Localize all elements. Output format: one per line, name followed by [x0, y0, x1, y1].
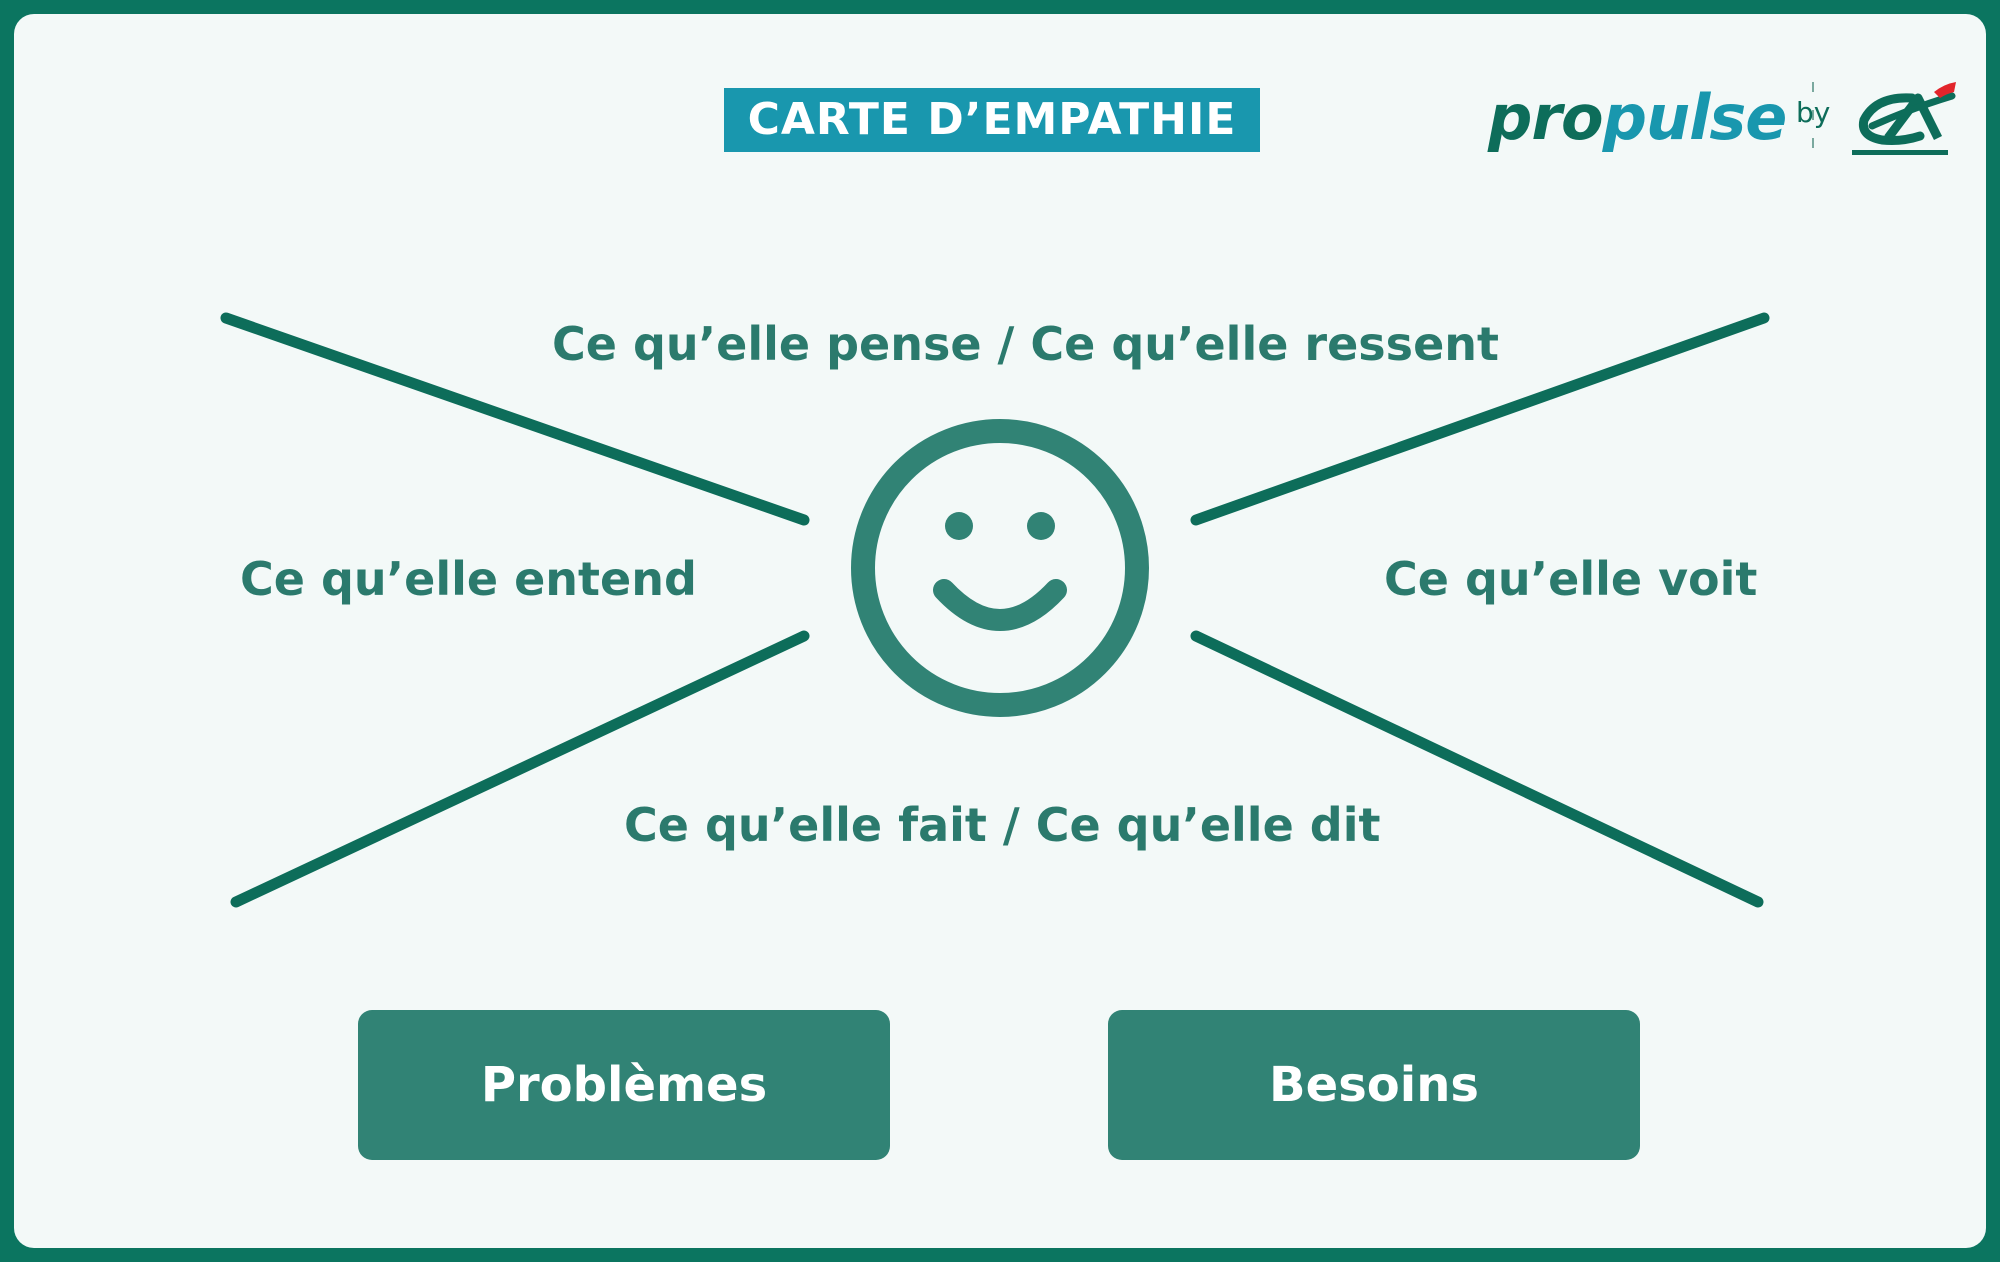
label-thinks-feels: Ce qu’elle pense / Ce qu’elle ressent [552, 317, 1499, 371]
logo-separator [1812, 82, 1814, 148]
logo-word-light: pulse [1602, 81, 1788, 154]
label-sees: Ce qu’elle voit [1384, 552, 1758, 606]
divider-line-bottom-left [230, 630, 810, 908]
divider-line-bottom-right [1190, 630, 1764, 908]
problems-box: Problèmes [358, 1010, 890, 1160]
propulse-by-ca-logo: propulse by [1488, 80, 1968, 160]
label-hears: Ce qu’elle entend [240, 552, 697, 606]
propulse-wordmark: propulse [1488, 81, 1788, 154]
divider-line-top-right [1190, 312, 1770, 526]
logo-by: by [1796, 96, 1831, 129]
logo-word-dark: pro [1488, 81, 1604, 154]
credit-agricole-logo-icon [1852, 82, 1956, 155]
smiley-face-icon [851, 419, 1149, 717]
page-title: CARTE D’EMPATHIE [724, 88, 1260, 152]
label-does-says: Ce qu’elle fait / Ce qu’elle dit [624, 798, 1381, 852]
needs-box: Besoins [1108, 1010, 1640, 1160]
divider-line-top-left [220, 312, 810, 526]
